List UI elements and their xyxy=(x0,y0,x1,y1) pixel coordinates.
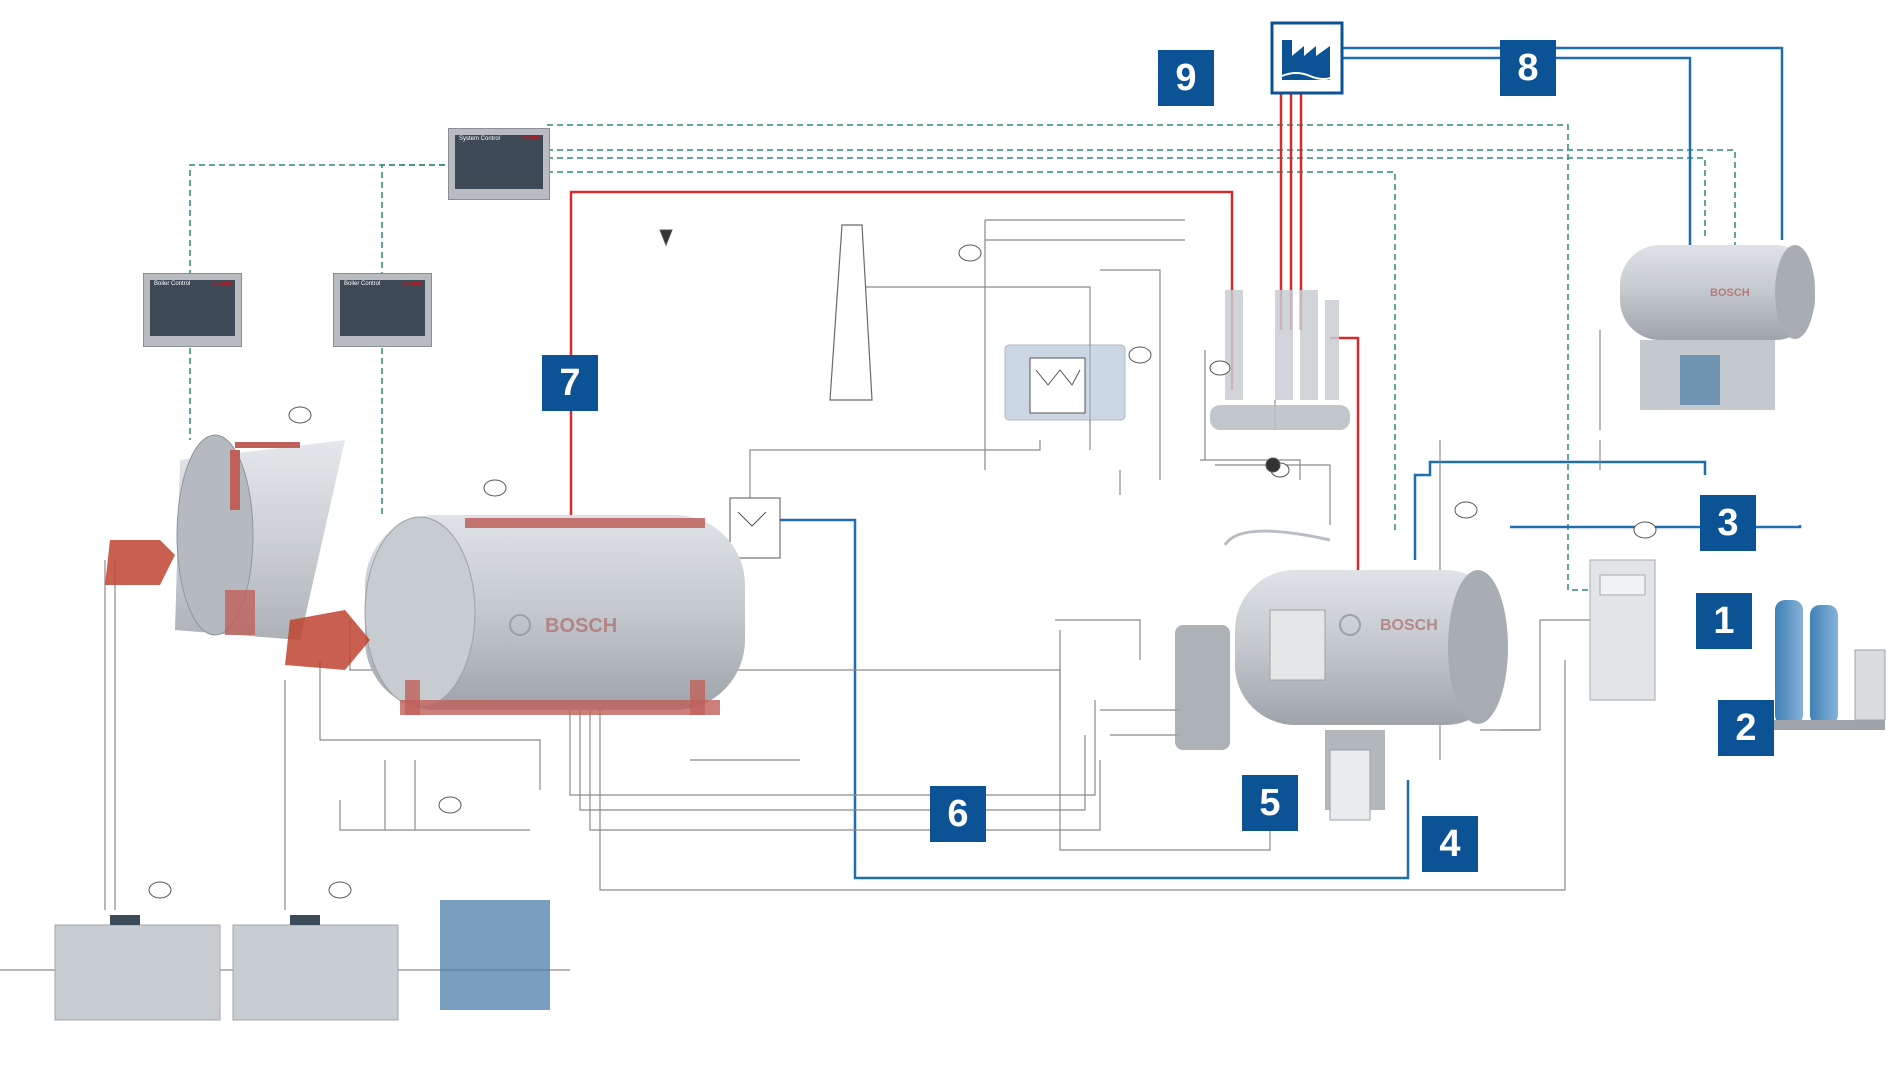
chimney xyxy=(829,224,873,401)
boiler-control-brand-right: BOSCH xyxy=(402,281,421,287)
instruments xyxy=(148,229,1657,899)
water-treatment xyxy=(1765,600,1886,730)
boiler-control-brand-left: BOSCH xyxy=(212,281,231,287)
boiler-control-title-left: Boiler Control xyxy=(154,281,191,287)
steam-distributor xyxy=(1210,290,1350,430)
economiser-unit xyxy=(729,344,1126,559)
system-control-screen: System Control BOSCH xyxy=(455,135,543,189)
boiler-control-panel-left[interactable]: Boiler Control BOSCH xyxy=(143,273,242,347)
boiler-left xyxy=(105,434,345,640)
process-pipes xyxy=(0,219,1610,971)
badge-4[interactable]: 4 xyxy=(1422,816,1478,872)
oil-tanks xyxy=(54,900,550,1021)
system-control-panel[interactable]: System Control BOSCH xyxy=(448,128,550,200)
control-lines xyxy=(189,124,1736,591)
boiler-control-title-right: Boiler Control xyxy=(344,281,381,287)
boiler-main-brand: BOSCH xyxy=(545,615,617,637)
water-lines xyxy=(780,46,1802,880)
badge-9[interactable]: 9 xyxy=(1158,50,1214,106)
boiler-control-screen-right: Boiler Control BOSCH xyxy=(340,280,425,336)
system-control-title: System Control xyxy=(459,136,501,142)
feedwater-tank: BOSCH xyxy=(1620,245,1815,410)
feedwater-tank-brand: BOSCH xyxy=(1710,287,1750,299)
boiler-control-panel-right[interactable]: Boiler Control BOSCH xyxy=(333,273,432,347)
badge-6[interactable]: 6 xyxy=(930,786,986,842)
control-cabinet xyxy=(1589,559,1656,701)
factory-icon xyxy=(1270,21,1344,95)
badge-7[interactable]: 7 xyxy=(542,355,598,411)
boiler-right-brand: BOSCH xyxy=(1380,617,1438,634)
badge-1[interactable]: 1 xyxy=(1696,593,1752,649)
boiler-main: BOSCH xyxy=(285,515,745,715)
badge-8[interactable]: 8 xyxy=(1500,40,1556,96)
badge-5[interactable]: 5 xyxy=(1242,775,1298,831)
badge-3[interactable]: 3 xyxy=(1700,495,1756,551)
badge-2[interactable]: 2 xyxy=(1718,700,1774,756)
boiler-right: BOSCH xyxy=(1175,529,1508,821)
system-control-brand: BOSCH xyxy=(520,136,539,142)
boiler-control-screen-left: Boiler Control BOSCH xyxy=(150,280,235,336)
